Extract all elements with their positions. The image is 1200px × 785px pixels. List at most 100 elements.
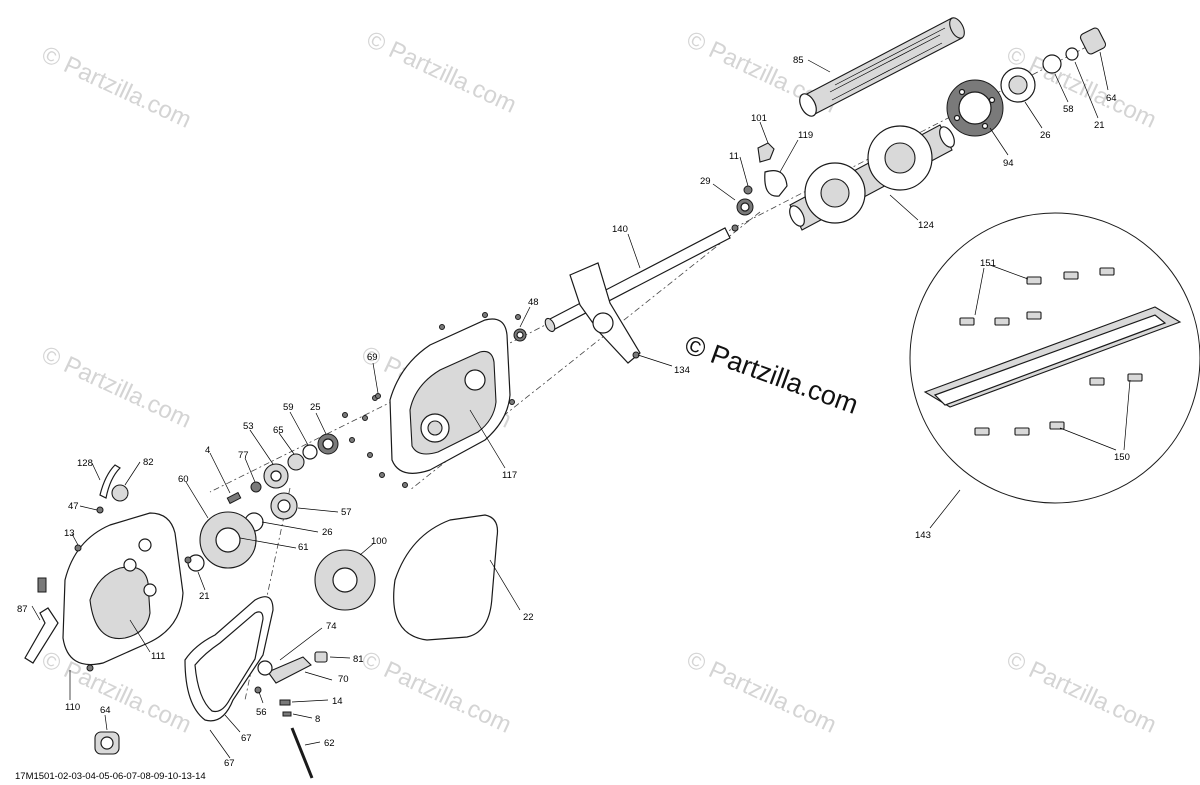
o-ring-21-upper (1065, 47, 1079, 61)
callout-94: 94 (1003, 158, 1014, 169)
drive-axle-85 (799, 17, 965, 117)
washer-59 (302, 444, 318, 460)
callout-82: 82 (143, 457, 154, 468)
callout-74: 74 (326, 621, 337, 632)
callout-61: 61 (298, 542, 309, 553)
bolt-4 (226, 491, 242, 505)
bearing-25 (317, 433, 339, 455)
diagram-code: 17M1501-02-03-04-05-06-07-08-09-10-13-14 (15, 771, 206, 782)
bearing-57 (270, 492, 298, 520)
callout-14: 14 (332, 696, 343, 707)
callout-100: 100 (371, 536, 387, 547)
pin-56 (254, 686, 262, 694)
callout-57: 57 (341, 507, 352, 518)
sensor-87 (24, 577, 59, 664)
track-clips-150 (974, 373, 1143, 436)
bracket-134 (569, 262, 641, 364)
callout-22: 22 (523, 612, 534, 623)
tube-128 (99, 464, 121, 499)
watermark: © Partzilla.com (362, 26, 520, 119)
callout-21: 21 (199, 591, 210, 602)
callout-29: 29 (700, 176, 711, 187)
cap-64-upper (1079, 27, 1107, 55)
bolt-13 (74, 544, 82, 552)
callout-77: 77 (238, 450, 249, 461)
callout-111: 111 (151, 651, 165, 662)
callout-134: 134 (674, 365, 690, 376)
callout-11: 11 (729, 151, 739, 162)
callout-70: 70 (338, 674, 349, 685)
callout-60: 60 (178, 474, 189, 485)
rod-62 (290, 727, 314, 779)
plug-64-lower (94, 731, 120, 755)
clip-kit-143 (909, 212, 1200, 504)
gasket-22 (393, 514, 499, 641)
chaincase-cover-111 (62, 512, 192, 672)
watermark: © Partzilla.com (357, 646, 515, 739)
sprocket-shaft-assembly-124 (789, 124, 955, 231)
bolt-47 (96, 506, 104, 514)
gear-53 (263, 463, 289, 489)
callout-87: 87 (17, 604, 28, 615)
callout-65: 65 (273, 425, 284, 436)
small-parts-upper (731, 142, 788, 232)
watermark: © Partzilla.com (37, 341, 195, 434)
callout-4: 4 (205, 445, 210, 456)
callout-67: 67 (241, 733, 252, 744)
cap-82 (111, 484, 129, 502)
callout-81: 81 (353, 654, 364, 665)
callout-140: 140 (612, 224, 628, 235)
callout-8: 8 (315, 714, 320, 725)
callout-85: 85 (793, 55, 804, 66)
callout-124: 124 (918, 220, 934, 231)
bearing-26-upper (1000, 67, 1036, 103)
callout-143: 143 (915, 530, 931, 541)
nuts-column (342, 393, 385, 478)
tensioner-70 (257, 656, 312, 684)
callout-56: 56 (256, 707, 267, 718)
callout-58: 58 (1063, 104, 1074, 115)
callout-150: 150 (1114, 452, 1130, 463)
callout-117: 117 (502, 470, 517, 481)
callout-25: 25 (310, 402, 321, 413)
bearing-flange-94 (946, 79, 1004, 137)
chain-67 (184, 596, 274, 722)
callouts: 85 64 58 21 26 94 101 119 11 29 124 140 … (17, 55, 1130, 769)
center-watermark: © Partzilla.com (681, 329, 862, 419)
leader-lines (31, 51, 1131, 759)
callout-59: 59 (283, 402, 294, 413)
callout-119: 119 (798, 130, 813, 141)
pin-8 (282, 711, 292, 717)
seal-48 (513, 314, 527, 342)
callout-64: 64 (100, 705, 111, 716)
watermark: © Partzilla.com (37, 41, 195, 134)
callout-13: 13 (64, 528, 75, 539)
circlip-58 (1042, 54, 1062, 74)
callout-21: 21 (1094, 120, 1105, 131)
callout-64: 64 (1106, 93, 1117, 104)
callout-69: 69 (367, 352, 378, 363)
gear-100 (314, 549, 376, 611)
cap-81 (314, 651, 328, 663)
spring-14 (279, 699, 291, 706)
callout-53: 53 (243, 421, 254, 432)
callout-67: 67 (224, 758, 235, 769)
track-clips-151 (959, 267, 1115, 326)
callout-62: 62 (324, 738, 335, 749)
washer-77 (250, 481, 262, 493)
callout-26: 26 (322, 527, 333, 538)
callout-101: 101 (751, 113, 767, 124)
callout-26: 26 (1040, 130, 1051, 141)
watermark: © Partzilla.com (37, 646, 195, 739)
callout-128: 128 (77, 458, 93, 469)
callout-48: 48 (528, 297, 539, 308)
watermark: © Partzilla.com (1002, 646, 1160, 739)
spacer-65 (287, 453, 305, 471)
chaincase-117 (372, 312, 515, 488)
gear-60 (199, 511, 257, 569)
callout-110: 110 (65, 702, 80, 713)
circlip-21-lower (187, 554, 205, 572)
watermark: © Partzilla.com (682, 646, 840, 739)
callout-47: 47 (68, 501, 79, 512)
